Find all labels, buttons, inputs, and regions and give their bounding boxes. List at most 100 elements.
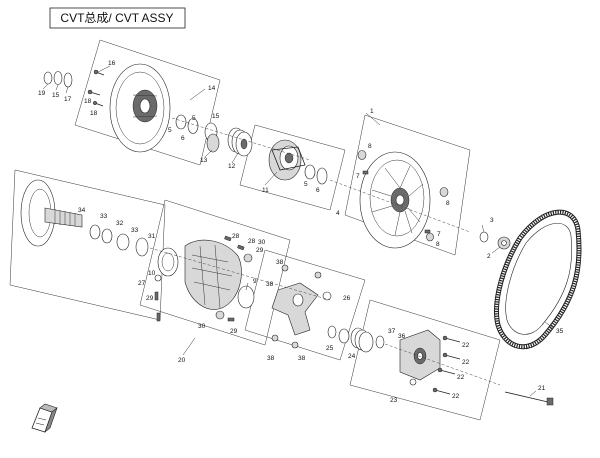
frame-primary-cover <box>344 114 471 256</box>
callout-7b: 7 <box>437 231 441 238</box>
callout-32: 32 <box>116 220 124 227</box>
cam-parts <box>271 264 332 349</box>
callout-7a: 7 <box>356 173 360 180</box>
washer-25b <box>338 328 350 344</box>
callout-5b: 5 <box>192 115 196 122</box>
callout-24: 24 <box>348 353 356 360</box>
callout-8c: 8 <box>436 241 440 248</box>
callout-5c: 5 <box>304 181 308 188</box>
bushing-8c <box>426 232 434 242</box>
bearing-27 <box>157 247 179 277</box>
bolts-22 <box>432 335 461 395</box>
ring-17 <box>63 72 73 88</box>
spring-24 <box>350 327 374 353</box>
callout-29b: 29 <box>230 328 238 335</box>
ring-19 <box>43 71 53 85</box>
pin-28b <box>237 244 245 251</box>
ring-31 <box>135 237 149 257</box>
bushing-8b <box>439 187 449 197</box>
secondary-shaft-parts <box>20 179 149 257</box>
roller-30a <box>243 253 253 263</box>
roller-38a <box>281 264 289 272</box>
washer-5 <box>175 114 187 130</box>
callout-2: 2 <box>487 253 491 260</box>
callout-25: 25 <box>326 345 334 352</box>
snap-ring-9 <box>237 285 255 309</box>
long-bolt-21 <box>504 391 554 406</box>
cam-36 <box>271 282 319 336</box>
callout-11: 11 <box>262 187 269 194</box>
callout-labels: 1 2 3 4 5 5 5 6 6 7 7 8 8 8 9 10 11 12 1… <box>38 60 564 404</box>
callout-33b: 33 <box>131 227 139 234</box>
ring-33b <box>116 233 130 251</box>
diagram-title: CVT总成/ CVT ASSY <box>60 11 173 25</box>
callout-6b: 6 <box>316 187 320 194</box>
callout-4: 4 <box>336 210 340 217</box>
pin-28a <box>224 235 232 242</box>
callout-23: 23 <box>390 397 398 404</box>
callout-1: 1 <box>370 108 374 115</box>
callout-22b: 22 <box>462 359 470 366</box>
ring-32 <box>101 228 113 244</box>
roller-30b <box>215 310 225 320</box>
washer-37 <box>375 335 385 349</box>
callout-3: 3 <box>490 217 494 224</box>
washer-5c <box>304 164 316 180</box>
callout-6a: 6 <box>181 135 185 142</box>
washer-25a <box>327 325 337 339</box>
drive-belt-35 <box>494 209 582 350</box>
callout-19: 19 <box>38 90 46 97</box>
pin-29c <box>227 317 235 322</box>
ring-15 <box>53 71 63 85</box>
callout-38d: 38 <box>298 355 306 362</box>
callout-5a: 5 <box>168 127 172 134</box>
callout-38a: 38 <box>276 259 284 266</box>
pin-29b <box>156 312 161 322</box>
washer-3 <box>479 231 489 243</box>
primary-drive-parts <box>43 63 253 157</box>
frame-spring-seat <box>239 124 346 211</box>
frame-clutch-hub <box>349 299 501 421</box>
callout-8b: 8 <box>446 200 450 207</box>
callout-35: 35 <box>556 328 564 335</box>
driven-pulley <box>184 239 242 310</box>
callout-8a: 8 <box>368 143 372 150</box>
callout-28b: 28 <box>248 238 256 245</box>
callout-33a: 33 <box>100 213 108 220</box>
callout-15a: 15 <box>52 92 60 99</box>
callout-27: 27 <box>138 280 146 287</box>
callout-28a: 28 <box>232 233 240 240</box>
front-direction-arrow-icon <box>31 403 58 433</box>
pin-7a <box>362 170 369 175</box>
driven-pulley-parts <box>154 235 255 322</box>
callout-22c: 22 <box>457 374 465 381</box>
frame-driven-pulley <box>139 199 291 346</box>
callout-12: 12 <box>228 163 236 170</box>
callout-31: 31 <box>148 233 156 240</box>
pin-7b <box>424 229 431 234</box>
spring-12 <box>227 127 253 157</box>
callout-22a: 22 <box>462 342 470 349</box>
roller-38b <box>314 271 322 279</box>
spring-cup-13 <box>206 133 220 153</box>
callout-38c: 38 <box>267 355 275 362</box>
roller-38c <box>271 334 279 342</box>
callout-20: 20 <box>178 357 186 364</box>
callout-15b: 15 <box>212 113 220 120</box>
bushing-8a <box>357 150 367 160</box>
callout-16: 16 <box>108 60 116 67</box>
title-box: CVT总成/ CVT ASSY <box>49 7 186 29</box>
pin-29a <box>154 291 159 301</box>
clutch-hub-parts <box>327 325 554 406</box>
callout-18a: 18 <box>84 98 92 105</box>
callout-38b: 38 <box>266 281 274 288</box>
callout-26: 26 <box>343 295 351 302</box>
callout-30b: 30 <box>198 323 206 330</box>
secondary-shaft <box>44 207 83 228</box>
roller-38d <box>291 341 299 349</box>
leader-lines <box>42 65 554 397</box>
callout-10: 10 <box>148 270 156 277</box>
callout-17: 17 <box>64 96 72 103</box>
spring-seat-parts <box>268 139 328 185</box>
